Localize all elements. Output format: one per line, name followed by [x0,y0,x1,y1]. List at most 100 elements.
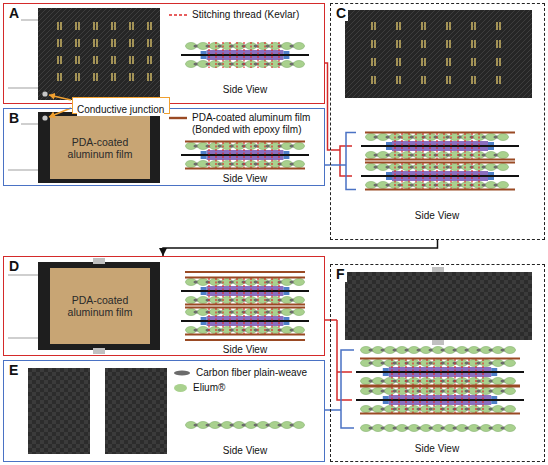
stitch-mark [75,39,76,47]
stitch-mark [421,76,422,84]
stitch-mark [424,22,425,30]
legend-shape [174,370,190,375]
stitch-mark [446,22,447,30]
stitch-thread [440,359,441,385]
stitch-thread [271,308,272,334]
stitch-mark [374,76,375,84]
stitch-mark [75,22,76,30]
elium-resin [294,327,305,334]
panel-letter: D [7,259,21,274]
aluminum-film-photo [50,268,150,344]
stitch-thread [278,42,279,68]
stitch-mark [499,76,500,84]
panel-letter: E [7,363,20,378]
elium-resin [505,388,516,395]
aluminum-film [365,188,515,190]
stitch-mark [446,40,447,48]
elium-resin [498,164,509,171]
view-caption: Side View [223,173,267,185]
elium-resin [294,143,305,150]
stitch-thread [264,308,265,334]
stitch-mark [449,58,450,66]
elium-resin [294,43,305,50]
stitch-thread [440,387,441,413]
stitch-thread [475,359,476,385]
stitch-thread [398,387,399,413]
stitch-thread [215,142,216,168]
stitch-mark [371,40,372,48]
elium-resin [505,425,516,432]
stitch-mark [147,22,148,30]
stitch-thread [464,163,465,189]
leader-arrow [49,108,71,117]
stitch-thread [433,359,434,385]
stitch-thread [461,387,462,413]
stitch-thread [471,163,472,189]
stitch-thread [208,278,209,304]
stitch-mark [129,22,130,30]
elium-resin [294,279,305,286]
stitch-mark [424,40,425,48]
stitch-thread [422,163,423,189]
stitch-mark [471,58,472,66]
stitch-thread [257,278,258,304]
stitch-mark [93,39,94,47]
stitch-thread [243,42,244,68]
stitch-mark [96,22,97,30]
stitch-thread [454,387,455,413]
stitch-thread [436,133,437,159]
stitch-mark [60,22,61,30]
stitch-thread [436,163,437,189]
aluminum-film [360,357,520,359]
stitch-mark [496,58,497,66]
stitch-mark [132,73,133,81]
stitch-thread [264,42,265,68]
electrode-line [181,320,309,322]
stitch-mark [496,40,497,48]
aluminum-film [185,333,305,335]
stitch-mark [147,73,148,81]
stitch-thread [478,133,479,159]
stitch-mark [449,22,450,30]
stitch-thread [450,163,451,189]
stitch-mark [150,56,151,64]
stitch-mark [396,22,397,30]
elium-resin [294,61,305,68]
stitch-thread [222,42,223,68]
stitch-thread [243,142,244,168]
callout-box: Conductive junction [72,97,170,114]
photo-label: PDA-coated aluminum film [64,136,136,160]
legend-line [169,14,187,15]
stitch-thread [468,359,469,385]
stitch-mark [111,56,112,64]
stitch-mark [132,56,133,64]
stitch-thread [426,359,427,385]
stitch-thread [391,387,392,413]
stitch-mark [111,22,112,30]
stitch-mark [147,39,148,47]
elium-resin [498,182,509,189]
bracket-stub [331,164,346,166]
stitch-mark [371,22,372,30]
stitch-mark [396,58,397,66]
aluminum-film [185,303,305,305]
stitch-thread [236,278,237,304]
laminate-photo [105,368,167,454]
stitch-thread [412,359,413,385]
bracket-stub [331,319,337,321]
stitch-mark [114,39,115,47]
stitch-thread [447,387,448,413]
lead-wire [8,87,38,89]
aluminum-film [185,271,305,273]
illustration [8,8,532,454]
legend-line [169,117,187,119]
stitch-mark [421,40,422,48]
stitch-mark [57,73,58,81]
stitch-mark [446,76,447,84]
group-bracket [346,133,356,190]
stitch-mark [57,22,58,30]
stitch-thread [208,142,209,168]
